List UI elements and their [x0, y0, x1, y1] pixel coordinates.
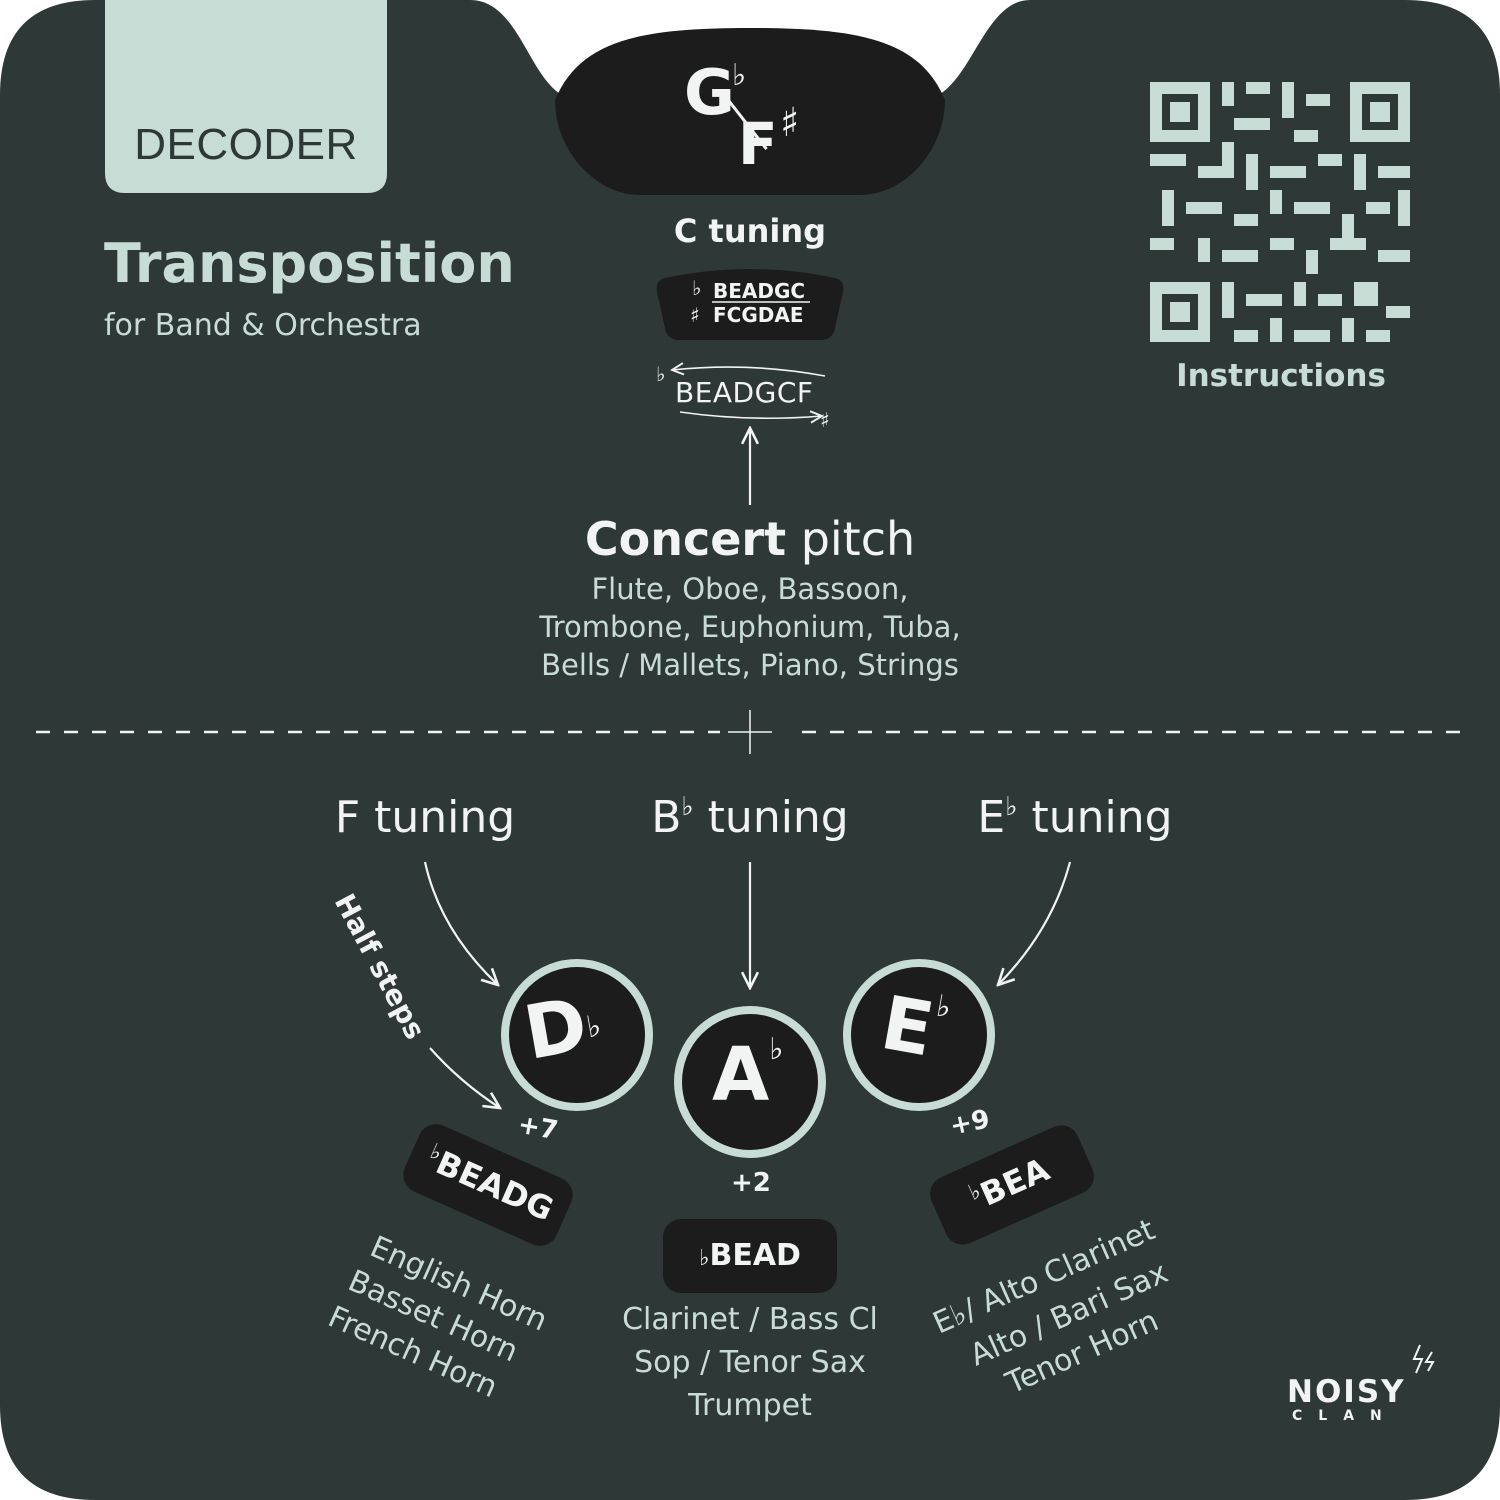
c-pill-flat-symbol: ♭: [692, 276, 702, 300]
key-ab-steps: +2: [731, 1168, 771, 1198]
concert-instruments-2: Trombone, Euphonium, Tuba,: [539, 610, 961, 644]
key-ab-instrument-2: Sop / Tenor Sax: [634, 1345, 866, 1380]
decoder-badge: DECODER: [134, 120, 358, 169]
eb-rest: tuning: [1017, 792, 1173, 843]
c-pill-sharp-symbol: ♯: [690, 303, 700, 327]
bb-accidental: ♭: [681, 792, 694, 822]
f-tuning-arrow: [423, 861, 498, 985]
key-circle-eb[interactable]: [843, 959, 995, 1111]
qr-code-icon[interactable]: [1150, 82, 1410, 342]
concert-instruments-1: Flute, Oboe, Bassoon,: [591, 572, 909, 606]
eb-tuning-label: E♭ tuning: [965, 792, 1185, 843]
concert-pitch-heading: Concert pitch: [450, 512, 1050, 566]
concert-instruments-3: Bells / Mallets, Piano, Strings: [541, 648, 959, 682]
top-tab: [555, 28, 945, 195]
key-db-note[interactable]: D♭: [518, 979, 607, 1077]
key-pill-ab: [663, 1219, 837, 1293]
c-pill-flats: BEADGC: [713, 279, 806, 303]
circle-sharp-symbol: ♯: [820, 408, 830, 432]
flat-direction-arrow: [672, 367, 826, 377]
key-ab-flat: ♭: [699, 1246, 710, 1271]
c-tuning-pill: [656, 269, 844, 340]
key-pill-eb: [930, 1125, 1094, 1245]
page-subtitle: for Band & Orchestra: [104, 308, 422, 343]
qr-label[interactable]: Instructions: [1176, 358, 1386, 394]
key-ab-letter: A: [712, 1032, 770, 1118]
key-ab-signature: ♭BEAD: [680, 1238, 820, 1273]
key-circle-ab[interactable]: [674, 1006, 826, 1158]
c-pill-sharps: FCGDAE: [713, 303, 804, 327]
brand-subname: CLAN: [1292, 1408, 1398, 1424]
bb-letter: B: [651, 792, 682, 843]
key-circle-db[interactable]: [501, 959, 653, 1111]
eb-tuning-arrow: [998, 861, 1072, 985]
upper-accidental: ♭: [732, 58, 747, 93]
enharmonic-tab-label: G ♭ F ♯: [660, 50, 840, 190]
half-steps-arrow: [429, 1047, 500, 1108]
bb-rest: tuning: [693, 792, 849, 843]
lower-note: F: [738, 110, 778, 178]
lower-accidental: ♯: [780, 100, 800, 146]
concert-bold: Concert: [584, 512, 787, 566]
lightning-icon: [1412, 1344, 1435, 1374]
key-ab-instrument-3: Trumpet: [688, 1388, 812, 1423]
f-tuning-label: F tuning: [334, 792, 516, 843]
eb-accidental: ♭: [1005, 792, 1018, 822]
bb-tuning-label: B♭ tuning: [640, 792, 860, 843]
key-ab-note[interactable]: A♭: [712, 1032, 783, 1118]
concert-rest: pitch: [786, 512, 916, 566]
decoder-badge-bg: [105, 0, 387, 193]
key-ab-instrument-1: Clarinet / Bass Cl: [622, 1302, 878, 1337]
c-tuning-label: C tuning: [673, 212, 827, 250]
key-pill-db: [403, 1124, 573, 1246]
key-ab-accidental: ♭: [769, 1032, 784, 1067]
sharp-direction-arrow: [679, 412, 822, 418]
circle-of-fifths-letters: BEADGCF: [675, 376, 814, 409]
brand-name: NOISY: [1287, 1374, 1406, 1410]
key-ab-sequence: BEAD: [709, 1238, 801, 1273]
upper-note: G: [684, 56, 735, 129]
eb-letter: E: [977, 792, 1006, 843]
page-title: Transposition: [104, 232, 515, 295]
circle-flat-symbol: ♭: [656, 362, 666, 386]
